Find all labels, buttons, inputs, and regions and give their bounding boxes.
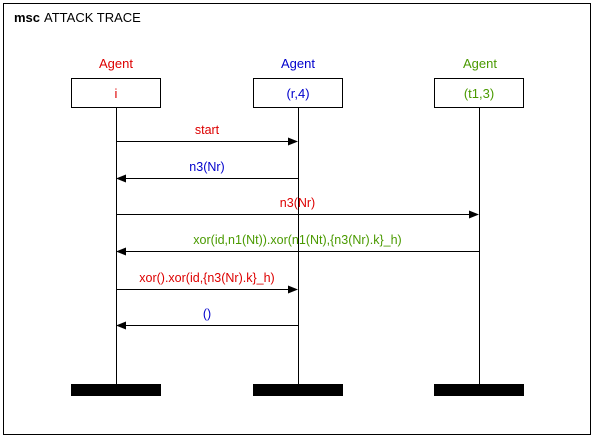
message-arrowhead — [116, 174, 126, 183]
agent-box: (r,4) — [253, 78, 343, 108]
lifeline-end-bar — [434, 384, 524, 396]
message-arrowhead — [116, 321, 126, 330]
message-label: n3(Nr) — [279, 195, 316, 210]
lifeline-end-bar — [253, 384, 343, 396]
agent-role-label: Agent — [99, 56, 133, 71]
message-label: start — [194, 122, 220, 137]
message-label: () — [202, 306, 212, 321]
message-label: xor().xor(id,{n3(Nr).k}_h) — [139, 270, 275, 285]
agent-role-label: Agent — [463, 56, 497, 71]
message-arrowhead — [469, 210, 479, 219]
agent-box: i — [71, 78, 161, 108]
msc-frame — [3, 3, 591, 435]
message-label: xor(id,n1(Nt)).xor(n1(Nt),{n3(Nr).k}_h) — [193, 232, 402, 247]
lifeline — [298, 108, 299, 386]
agent-role-label: Agent — [281, 56, 315, 71]
message-arrowhead — [288, 137, 298, 146]
agent-label: (r,4) — [286, 85, 310, 101]
agent-box: (t1,3) — [434, 78, 524, 108]
title-keyword: msc — [14, 10, 41, 25]
message-arrowhead — [288, 285, 298, 294]
message-arrowhead — [116, 247, 126, 256]
lifeline-end-bar — [71, 384, 161, 396]
title-name: ATTACK TRACE — [44, 10, 141, 25]
agent-label: i — [114, 85, 118, 101]
lifeline — [116, 108, 117, 386]
message-label: n3(Nr) — [189, 159, 225, 174]
lifeline — [479, 108, 480, 386]
agent-label: (t1,3) — [463, 85, 495, 101]
